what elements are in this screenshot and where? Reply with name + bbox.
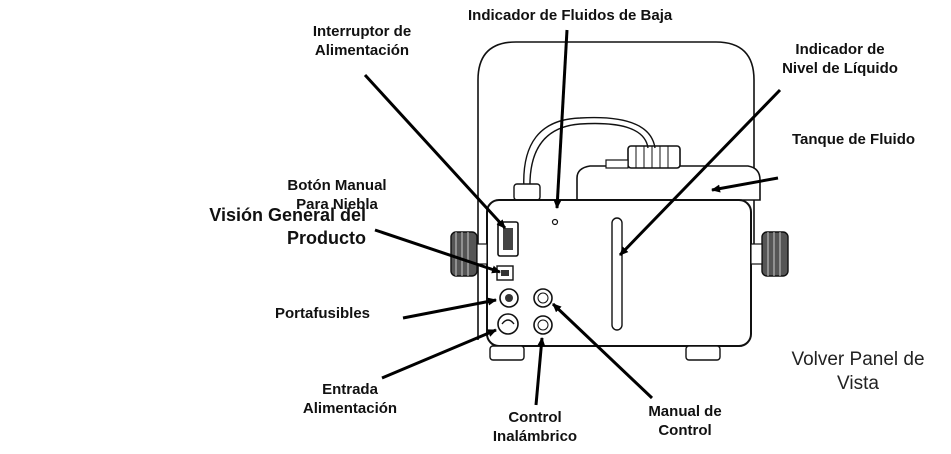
title-line-2: Producto [287,228,366,248]
callout-fluid-level-line-2: Nivel de Líquido [782,60,898,77]
fluid-level-window [611,217,623,331]
fluid-hose [523,116,656,191]
callout-fluid-level-indicator: Indicador de Nivel de Líquido [760,40,920,78]
view-name-line-1: Volver Panel de [791,349,925,370]
callout-wireless-control-line-1: Control [508,409,562,426]
machine-foot-left [489,345,525,361]
callout-fuse-holder: Portafusibles [275,304,370,323]
callout-power-switch: Interruptor de Alimentación [272,22,452,60]
callout-manual-control-line-2: Control [658,422,712,439]
arrow-fluid-tank [711,176,779,193]
callout-manual-fog-line-2: Para Niebla [296,196,378,213]
callout-wireless-control-line-2: Inalámbrico [492,428,578,445]
view-name-label: Volver Panel de Vista [770,348,946,396]
product-overview-title: Visión General del Producto [170,204,366,250]
view-name-line-2: Vista [837,373,879,394]
power-input [497,313,519,335]
callout-fluid-tank: Tanque de Fluido [792,130,915,149]
arrow-low-fluid [553,29,569,209]
arrow-manual-fog [374,228,501,274]
arrow-manual-control [551,302,654,400]
callout-power-input-line-2: Alimentación [302,400,398,417]
arrow-fuse-holder [402,297,497,320]
arrow-wireless-control [534,337,546,406]
low-fluid-led [551,218,559,226]
side-knob-left [450,231,488,277]
arrow-power-switch [363,73,507,230]
fluid-tank [576,165,761,201]
callout-fluid-level-line-1: Indicador de [795,41,885,58]
callout-power-switch-line-1: Interruptor de [312,23,412,40]
arrow-power-input [381,328,497,380]
callout-power-switch-line-2: Alimentación [314,42,410,59]
callout-power-input: Entrada Alimentación [280,380,420,418]
callout-fuse-holder-line-1: Portafusibles [275,305,371,322]
callout-low-fluid-indicator: Indicador de Fluidos de Baja [468,6,672,25]
callout-low-fluid-line-1: Indicador de Fluidos de Baja [468,7,673,24]
title-line-1: Visión General del [209,205,366,225]
callout-manual-fog-button: Botón Manual Para Niebla [262,176,412,214]
callout-power-input-line-1: Entrada [322,381,378,398]
machine-handle [477,41,755,340]
callout-manual-control-line-1: Manual de [648,403,722,420]
callout-manual-control: Manual de Control [625,402,745,440]
callout-manual-fog-line-1: Botón Manual [287,177,387,194]
callout-wireless-control: Control Inalámbrico [470,408,600,446]
side-knob-right [750,231,789,277]
callout-fluid-tank-line-1: Tanque de Fluido [792,131,916,148]
arrow-fluid-level [618,88,782,257]
machine-foot-right [685,345,721,361]
